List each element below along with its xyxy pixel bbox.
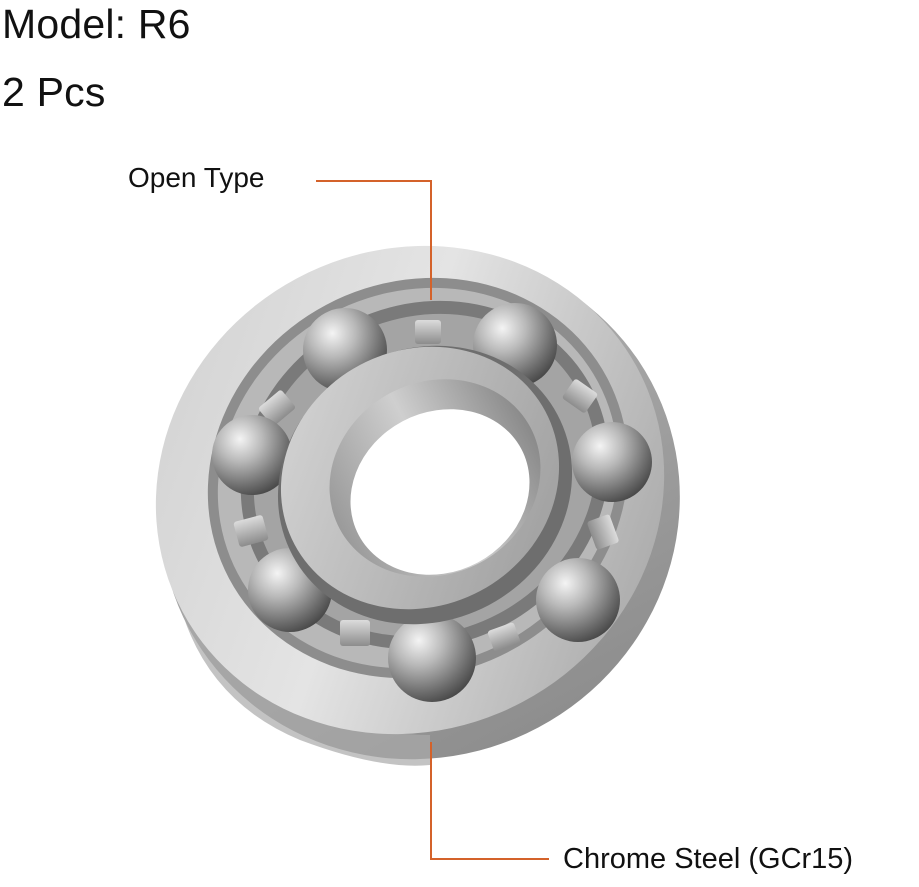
ball <box>388 614 476 702</box>
model-title: Model: R6 <box>2 1 191 47</box>
callout-open-type: Open Type <box>128 162 265 193</box>
quantity-label: 2 Pcs <box>2 69 106 115</box>
leader-line-material <box>430 742 549 860</box>
ball <box>572 422 652 502</box>
leader-line-open-type <box>316 180 432 300</box>
ball <box>212 415 292 495</box>
cage-pads <box>233 320 619 652</box>
callout-material: Chrome Steel (GCr15) <box>563 843 854 875</box>
bearing-inner-ring <box>277 345 573 625</box>
ball <box>536 558 620 642</box>
